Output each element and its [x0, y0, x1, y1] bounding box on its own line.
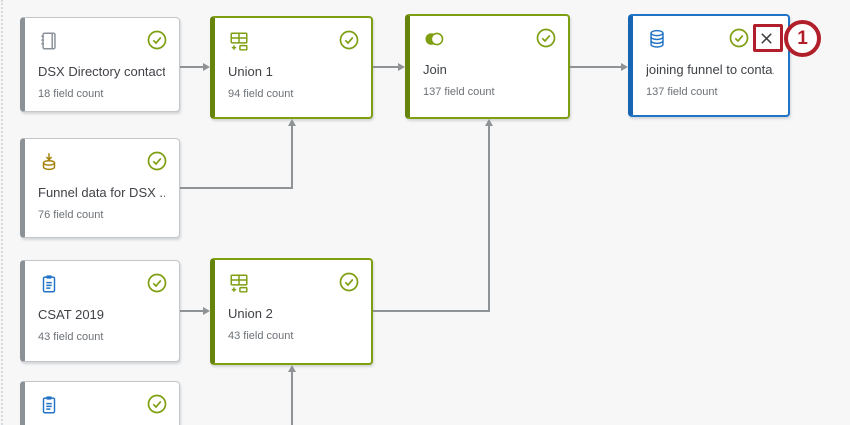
database-icon [646, 28, 668, 50]
annotation-step-number: 1 [797, 27, 808, 49]
node-field-count: 43 field count [38, 331, 104, 343]
success-check-icon [147, 30, 167, 50]
arrowhead-icon [485, 119, 493, 126]
edge-join-to-output [570, 66, 622, 68]
node-field-count: 18 field count [38, 88, 104, 100]
node-field-count: 94 field count [228, 88, 294, 100]
arrowhead-icon [288, 365, 296, 372]
node-title: Union 1 [228, 64, 273, 79]
arrowhead-icon [203, 307, 210, 315]
edge-csat-to-union2 [180, 310, 204, 312]
import-data-icon [38, 151, 60, 173]
canvas-edge-guide [1, 0, 3, 425]
node-joining-funnel-to-contacts[interactable]: joining funnel to conta... 137 field cou… [628, 14, 790, 117]
node-title: Join [423, 62, 447, 77]
edge-partial-to-union2 [291, 372, 293, 425]
node-csat-2019[interactable]: CSAT 2019 43 field count [20, 260, 180, 362]
edge-dsx-to-union1 [180, 66, 204, 68]
annotation-highlight-box [753, 24, 783, 52]
node-field-count: 76 field count [38, 209, 104, 221]
arrowhead-icon [203, 63, 210, 71]
success-check-icon [729, 28, 749, 48]
node-title: Union 2 [228, 306, 273, 321]
node-title: CSAT 2019 [38, 307, 105, 322]
node-title: Funnel data for DSX ... [38, 185, 165, 200]
node-funnel-data-for-dsx[interactable]: Funnel data for DSX ... 76 field count [20, 138, 180, 238]
success-check-icon [339, 30, 359, 50]
node-field-count: 137 field count [646, 86, 718, 98]
directory-icon [38, 30, 60, 52]
node-partial-source[interactable] [20, 381, 180, 425]
node-dsx-directory-contacts[interactable]: DSX Directory contacts 18 field count [20, 17, 180, 112]
survey-icon [38, 273, 60, 295]
success-check-icon [339, 272, 359, 292]
success-check-icon [147, 273, 167, 293]
arrowhead-icon [288, 119, 296, 126]
node-union-1[interactable]: Union 1 94 field count [210, 16, 373, 119]
union-icon [228, 272, 250, 294]
survey-icon [38, 394, 60, 416]
join-icon [423, 28, 445, 50]
node-title: joining funnel to conta... [646, 62, 774, 77]
success-check-icon [536, 28, 556, 48]
edge-funnel-to-union1 [291, 126, 293, 189]
node-union-2[interactable]: Union 2 43 field count [210, 258, 373, 365]
node-join[interactable]: Join 137 field count [405, 14, 570, 119]
node-title: DSX Directory contacts [38, 64, 165, 79]
annotation-step-badge: 1 [784, 20, 821, 57]
arrowhead-icon [398, 63, 405, 71]
union-icon [228, 30, 250, 52]
edge-union2-to-join [488, 126, 490, 312]
edge-funnel-to-union1 [180, 187, 293, 189]
node-field-count: 137 field count [423, 86, 495, 98]
arrowhead-icon [621, 63, 628, 71]
success-check-icon [147, 151, 167, 171]
close-icon[interactable] [756, 28, 776, 48]
edge-union1-to-join [373, 66, 399, 68]
edge-union2-to-join [373, 310, 490, 312]
node-field-count: 43 field count [228, 330, 294, 342]
success-check-icon [147, 394, 167, 414]
